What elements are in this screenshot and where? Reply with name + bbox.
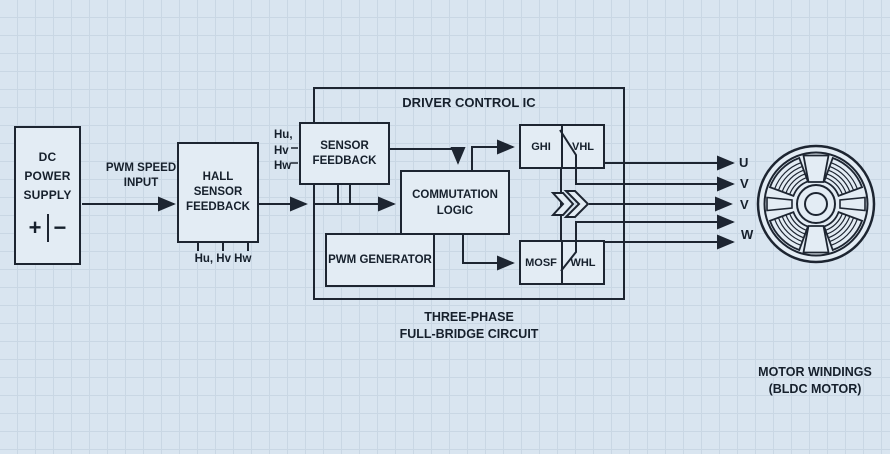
pwm-speed-input-label: PWM SPEED INPUT xyxy=(105,162,177,189)
gate-driver-top-box: GHI VHL xyxy=(519,124,605,169)
driver-control-ic-box xyxy=(313,87,625,300)
hall-sensor-feedback-box: HALL SENSOR FEEDBACK xyxy=(177,142,259,243)
hall-signal-labels: Hu, Hv Hw xyxy=(274,129,293,172)
battery-icon: + − xyxy=(28,213,67,243)
phase-label-w: W xyxy=(741,227,754,242)
hall-pins-label: Hu, Hv Hw xyxy=(194,253,252,265)
pwm-generator-box: PWM GENERATOR xyxy=(325,233,435,287)
battery-plus-symbol: + xyxy=(28,215,42,240)
gate-top-left-cell: GHI xyxy=(531,140,551,153)
gate-driver-bottom-box: MOSF WHL xyxy=(519,240,605,285)
phase-label-u: U xyxy=(739,155,749,170)
gate-bottom-left-cell: MOSF xyxy=(525,256,557,269)
bridge-caption: THREE-PHASE FULL-BRIDGE CIRCUIT xyxy=(399,310,539,341)
bldc-motor-icon xyxy=(756,144,876,264)
commutation-logic-box: COMMUTATION LOGIC xyxy=(400,170,510,235)
gate-bottom-right-cell: WHL xyxy=(561,242,603,283)
dc-power-supply-label: DC POWER SUPPLY xyxy=(23,150,72,202)
battery-minus-symbol: − xyxy=(53,215,67,240)
driver-control-ic-title: DRIVER CONTROL IC xyxy=(402,95,536,110)
dc-power-supply-box: DC POWER SUPPLY + − xyxy=(14,126,81,265)
battery-plate-icon xyxy=(46,214,49,242)
phase-label-v1: V xyxy=(740,176,749,191)
phase-label-v2: V xyxy=(740,197,749,212)
gate-top-right-cell: VHL xyxy=(561,126,603,167)
motor-caption: MOTOR WINDINGS (BLDC MOTOR) xyxy=(758,365,872,396)
sensor-feedback-box: SENSOR FEEDBACK xyxy=(299,122,390,185)
